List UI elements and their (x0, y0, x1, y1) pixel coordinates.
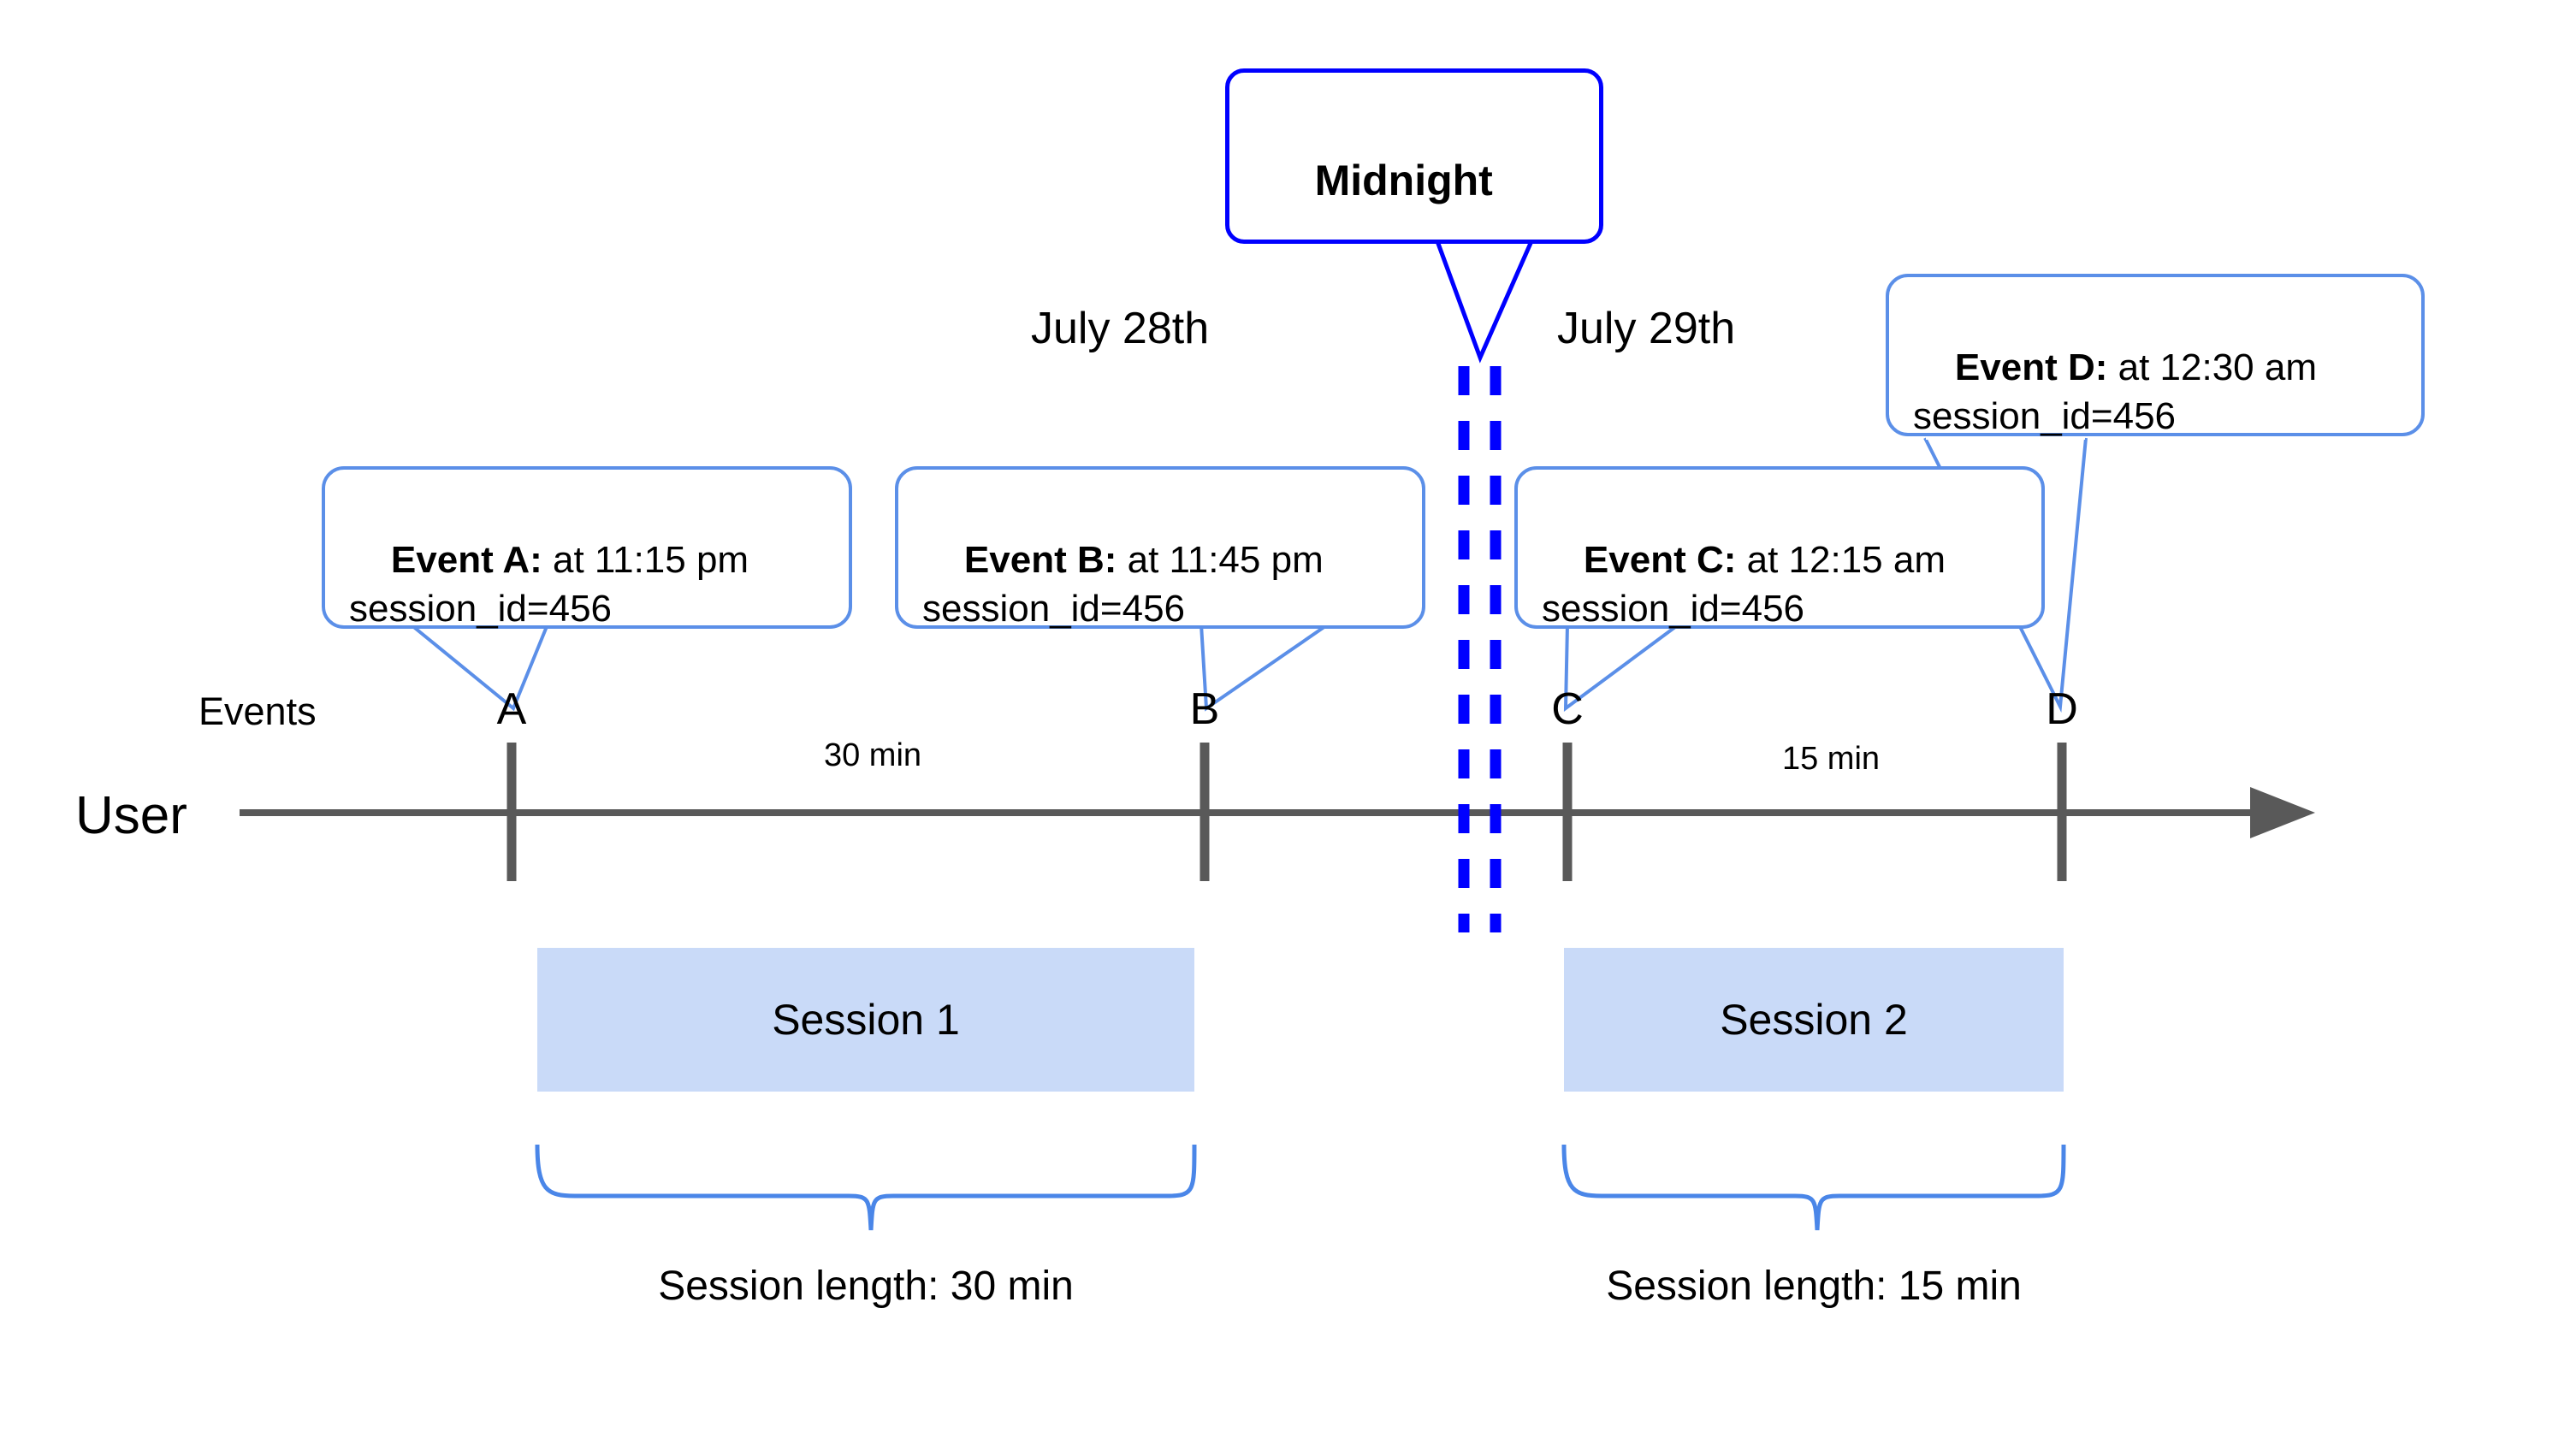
event-marker-label-c: C (1551, 684, 1584, 734)
event-callout-d-time: at 12:30 am (2107, 346, 2317, 389)
session-block-1[interactable]: Session 1 (537, 948, 1194, 1092)
event-callout-c-title: Event C: (1583, 539, 1737, 582)
session-length-caption-2: Session length: 15 min (1606, 1264, 2022, 1309)
session-1-brace (535, 1144, 1197, 1231)
session-block-2-label: Session 2 (1720, 996, 1908, 1044)
midnight-callout-tail (1435, 235, 1534, 364)
event-callout-a-detail: session_id=456 (349, 587, 613, 630)
session-block-1-label: Session 1 (772, 996, 960, 1044)
event-callout-b-title: Event B: (963, 539, 1117, 582)
event-callout-c[interactable]: Event C: at 12:15 am session_id=456 (1514, 466, 2045, 630)
event-callout-a-time: at 11:15 pm (542, 539, 749, 582)
event-callout-d[interactable]: Event D: at 12:30 am session_id=456 (1886, 274, 2425, 437)
date-label-right: July 29th (1557, 304, 1736, 353)
row-label-user: User (75, 786, 187, 845)
timeline-axis (240, 787, 2315, 838)
event-callout-d-detail: session_id=456 (1913, 394, 2177, 437)
event-callout-b-detail: session_id=456 (922, 587, 1186, 630)
midnight-divider-lines (1458, 366, 1502, 932)
session-2-brace (1561, 1144, 2066, 1231)
event-marker-label-a: A (496, 684, 527, 734)
event-callout-c-detail: session_id=456 (1542, 587, 1805, 630)
event-callout-b-time: at 11:45 pm (1117, 539, 1324, 582)
midnight-callout[interactable]: Midnight (1225, 68, 1603, 244)
event-tick-marks (506, 743, 2067, 881)
interval-label-30min: 30 min (823, 737, 922, 773)
date-label-left: July 28th (1031, 304, 1210, 353)
event-marker-label-d: D (2046, 684, 2078, 734)
event-marker-label-b: B (1189, 684, 1220, 734)
session-length-caption-1: Session length: 30 min (658, 1264, 1074, 1309)
interval-label-15min: 15 min (1781, 741, 1881, 777)
event-callout-a[interactable]: Event A: at 11:15 pm session_id=456 (322, 466, 852, 630)
event-callout-c-time: at 12:15 am (1736, 539, 1946, 582)
midnight-callout-label: Midnight (1314, 157, 1493, 204)
session-block-2[interactable]: Session 2 (1564, 948, 2064, 1092)
event-callout-a-title: Event A: (390, 539, 542, 582)
row-label-events: Events (198, 690, 317, 733)
event-callout-d-title: Event D: (1954, 346, 2108, 389)
event-callout-b[interactable]: Event B: at 11:45 pm session_id=456 (895, 466, 1425, 630)
